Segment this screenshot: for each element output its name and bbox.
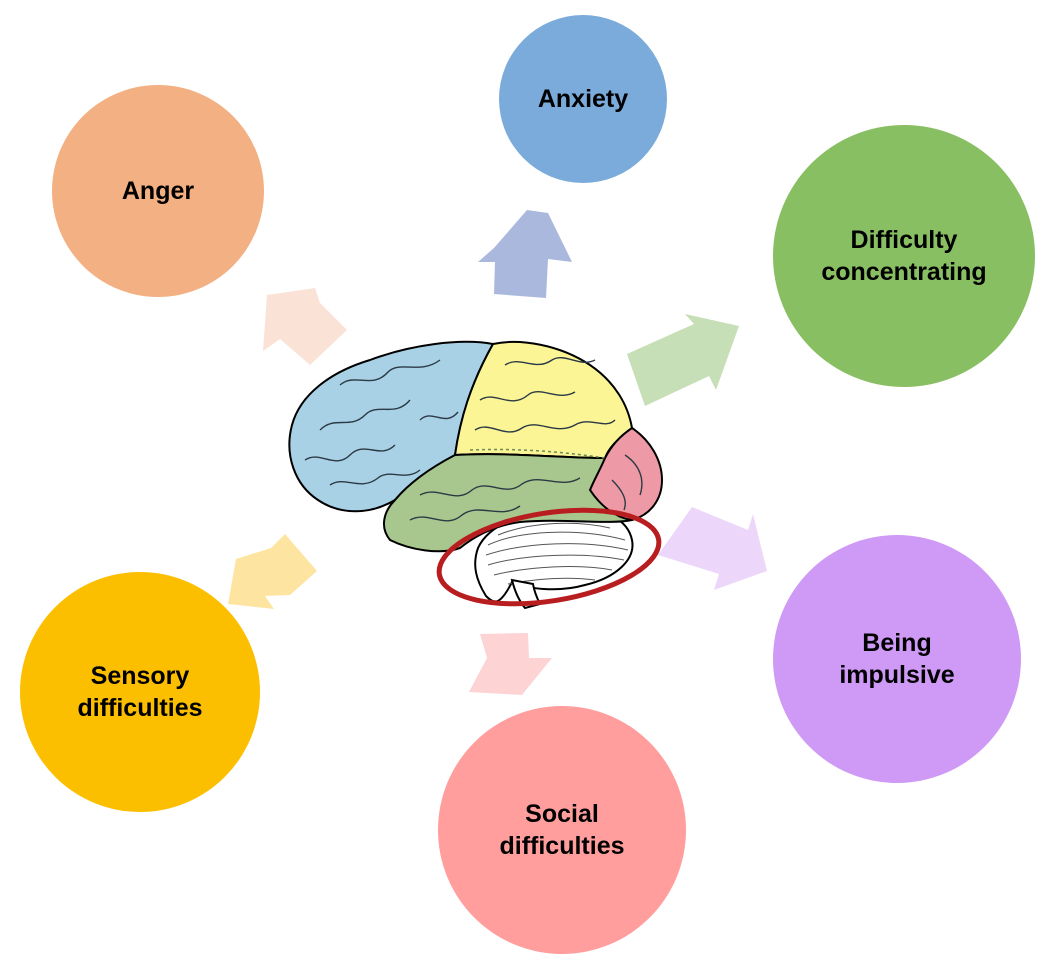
anger-label: Anger <box>121 177 195 205</box>
brain-icon <box>288 340 664 610</box>
arrow-to-anger <box>263 288 347 365</box>
being-impulsive-label: Being impulsive <box>839 629 955 689</box>
arrow-to-sensory <box>228 534 317 609</box>
arrow-to-anxiety <box>478 210 572 298</box>
brain-gyri-icon <box>304 357 643 522</box>
arrow-to-concentrating <box>627 314 739 406</box>
social-difficulties-label: Social difficulties <box>499 800 625 860</box>
cerebellum-highlight-ellipse <box>436 507 662 607</box>
temporal-lobe-icon <box>383 453 633 553</box>
difficulty-concentrating-bubble: Difficulty concentrating <box>773 125 1035 387</box>
lobe-boundary-icon <box>469 448 606 459</box>
sensory-difficulties-label: Sensory difficulties <box>77 662 203 722</box>
arrow-to-social <box>469 633 552 695</box>
anxiety-bubble: Anxiety <box>499 15 667 183</box>
anger-bubble: Anger <box>52 85 264 297</box>
sensory-difficulties-bubble: Sensory difficulties <box>20 572 260 812</box>
arrow-to-impulsive <box>658 507 767 590</box>
anxiety-label: Anxiety <box>537 85 629 113</box>
social-difficulties-bubble: Social difficulties <box>438 706 686 954</box>
difficulty-concentrating-label: Difficulty concentrating <box>821 226 987 286</box>
being-impulsive-bubble: Being impulsive <box>773 535 1021 783</box>
